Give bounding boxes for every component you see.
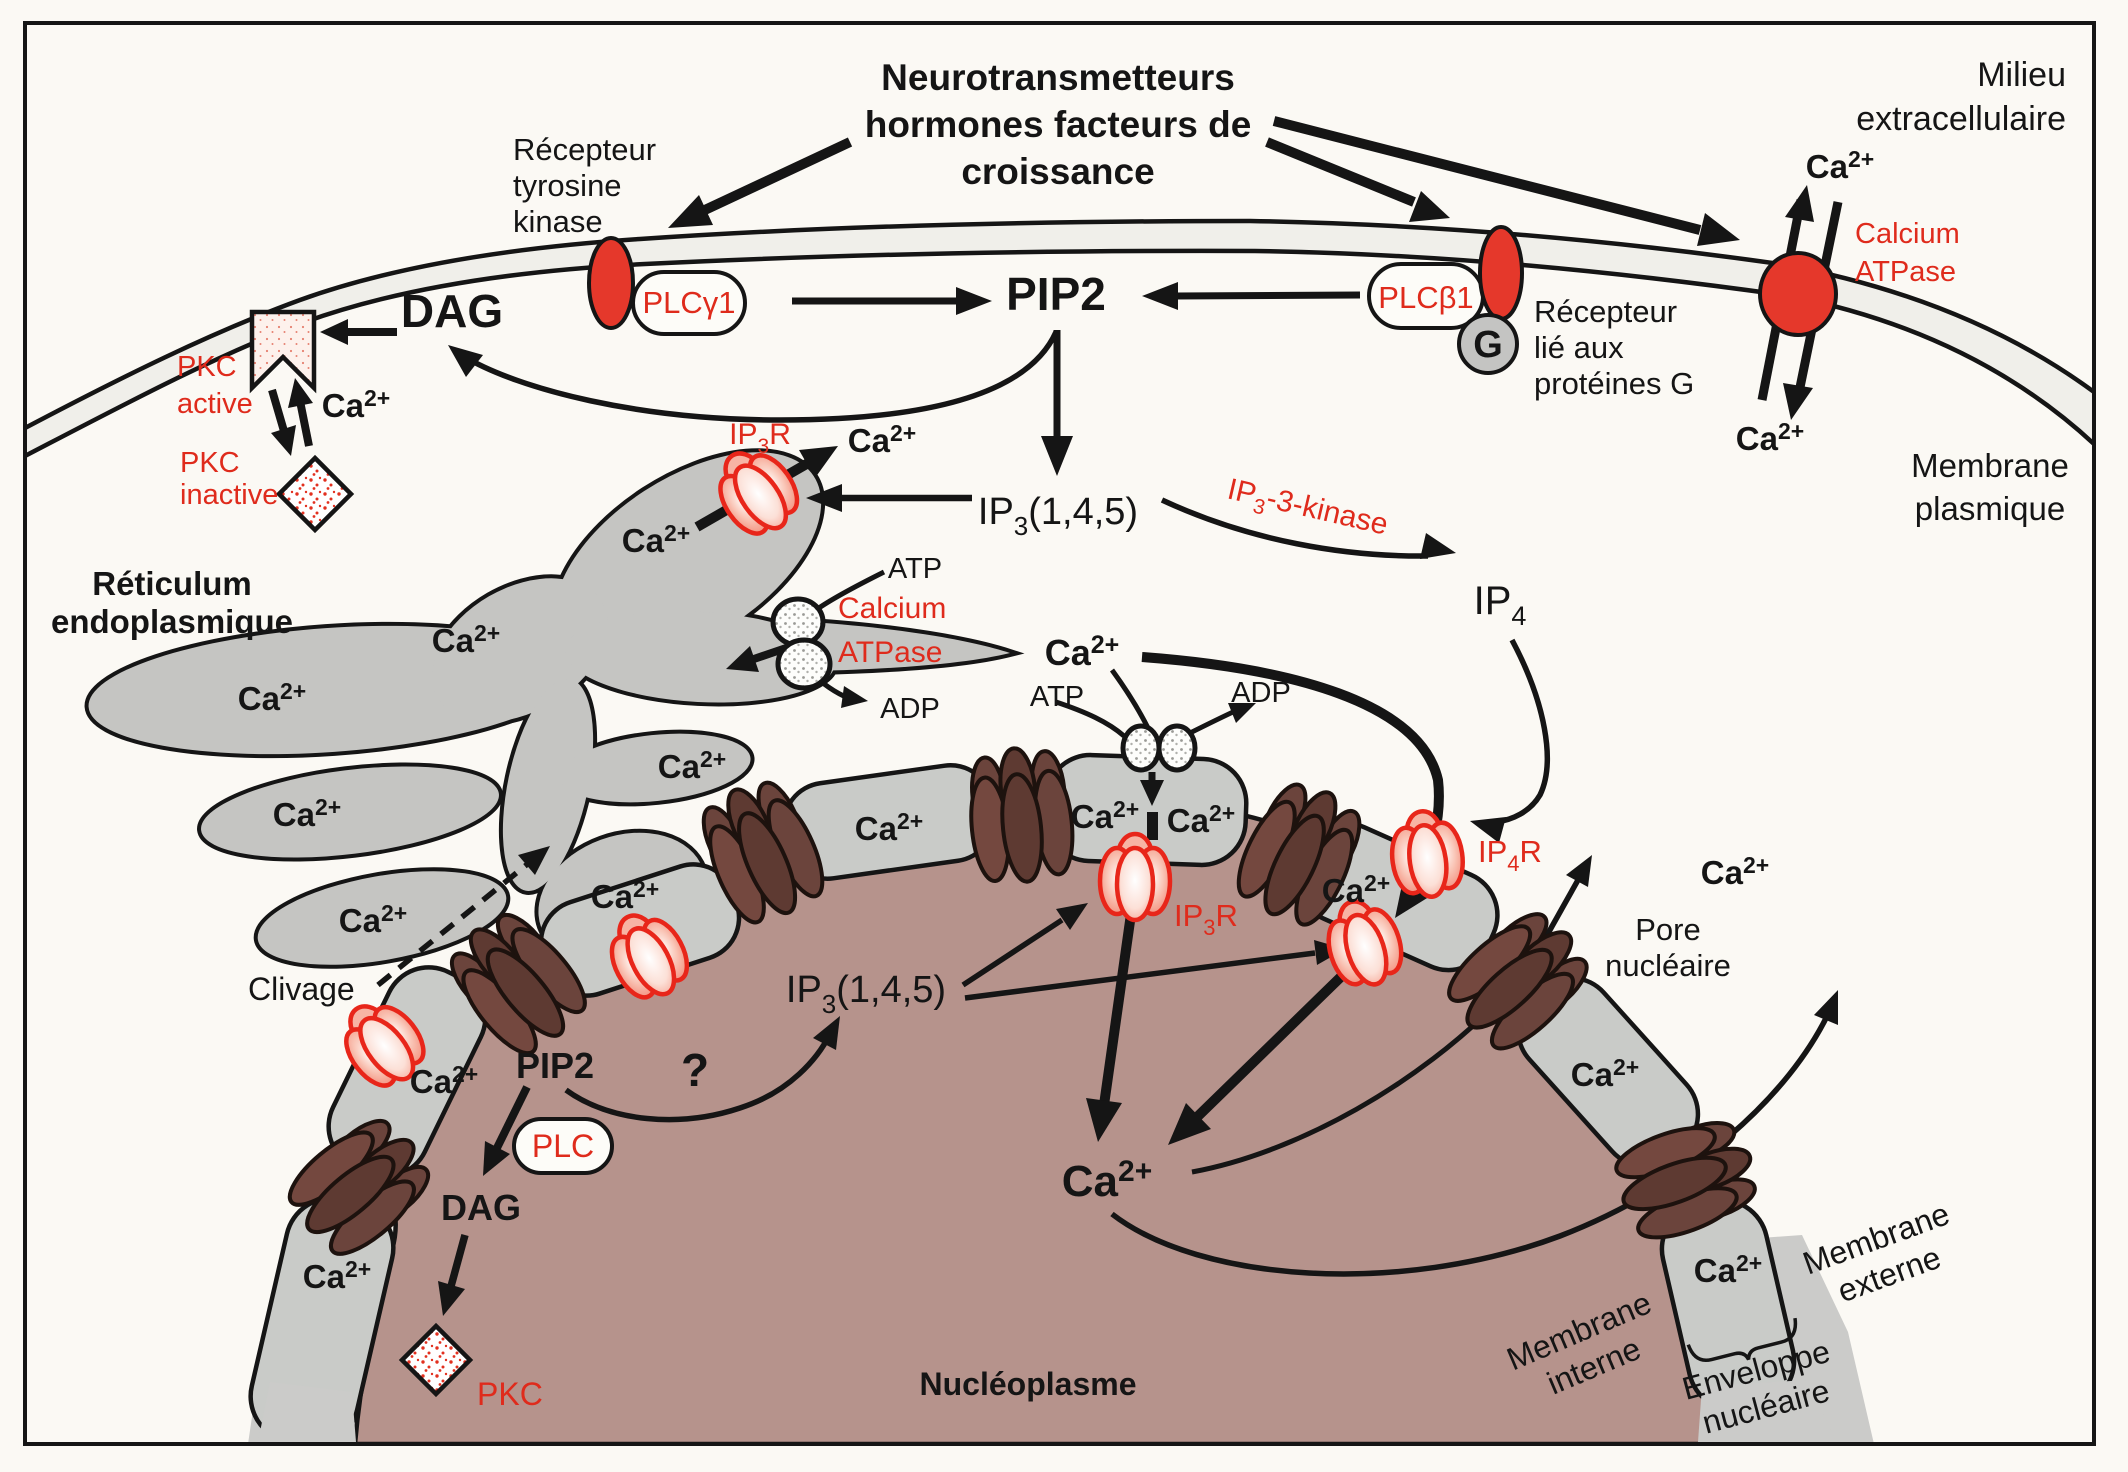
svg-text:nucléaire: nucléaire bbox=[1605, 948, 1731, 983]
svg-text:Nucléoplasme: Nucléoplasme bbox=[920, 1366, 1137, 1402]
svg-text:Ca2+: Ca2+ bbox=[1806, 146, 1874, 185]
svg-text:hormones facteurs de: hormones facteurs de bbox=[865, 104, 1252, 145]
svg-text:ATP: ATP bbox=[1030, 681, 1084, 713]
svg-text:PLCγ1: PLCγ1 bbox=[642, 285, 735, 320]
svg-text:PIP2: PIP2 bbox=[516, 1045, 594, 1086]
svg-text:tyrosine: tyrosine bbox=[513, 168, 622, 203]
svg-text:G: G bbox=[1473, 324, 1503, 366]
svg-text:active: active bbox=[177, 388, 253, 420]
svg-text:croissance: croissance bbox=[961, 151, 1154, 192]
svg-text:endoplasmique: endoplasmique bbox=[51, 603, 293, 640]
svg-text:Ca2+: Ca2+ bbox=[432, 620, 500, 659]
svg-text:ATPase: ATPase bbox=[1855, 256, 1956, 288]
svg-text:DAG: DAG bbox=[401, 285, 503, 337]
svg-text:Pore: Pore bbox=[1635, 912, 1700, 947]
svg-text:Ca2+: Ca2+ bbox=[1571, 1054, 1639, 1093]
svg-text:kinase: kinase bbox=[513, 204, 603, 239]
svg-text:Milieu: Milieu bbox=[1977, 56, 2066, 94]
svg-text:ATP: ATP bbox=[888, 553, 942, 585]
svg-text:Ca2+: Ca2+ bbox=[238, 678, 306, 717]
svg-text:Clivage: Clivage bbox=[248, 971, 355, 1007]
svg-text:extracellulaire: extracellulaire bbox=[1856, 100, 2066, 138]
svg-text:Neurotransmetteurs: Neurotransmetteurs bbox=[881, 57, 1235, 98]
svg-text:?: ? bbox=[681, 1044, 709, 1096]
svg-text:PIP2: PIP2 bbox=[1006, 268, 1106, 320]
svg-text:Membrane: Membrane bbox=[1911, 447, 2069, 484]
svg-text:ATPase: ATPase bbox=[838, 636, 943, 669]
svg-text:Calcium: Calcium bbox=[1855, 218, 1960, 250]
svg-text:plasmique: plasmique bbox=[1915, 490, 2065, 527]
svg-text:Calcium: Calcium bbox=[838, 592, 946, 625]
svg-text:Ca2+: Ca2+ bbox=[410, 1061, 478, 1100]
svg-text:PLC: PLC bbox=[532, 1128, 594, 1164]
svg-text:IP3(1,4,5): IP3(1,4,5) bbox=[786, 969, 946, 1019]
svg-text:inactive: inactive bbox=[180, 479, 278, 511]
svg-text:IP3(1,4,5): IP3(1,4,5) bbox=[978, 491, 1138, 541]
svg-text:Récepteur: Récepteur bbox=[513, 132, 656, 167]
svg-text:ADP: ADP bbox=[1231, 677, 1291, 709]
svg-text:protéines G: protéines G bbox=[1534, 366, 1694, 401]
svg-text:PKC: PKC bbox=[477, 1376, 543, 1412]
svg-text:PLCβ1: PLCβ1 bbox=[1378, 280, 1473, 315]
svg-text:DAG: DAG bbox=[441, 1187, 521, 1228]
svg-text:Ca2+: Ca2+ bbox=[622, 520, 690, 559]
svg-text:Ca2+: Ca2+ bbox=[1694, 1250, 1762, 1289]
svg-text:Réticulum: Réticulum bbox=[92, 565, 252, 602]
svg-text:ADP: ADP bbox=[880, 693, 940, 725]
svg-text:Récepteur: Récepteur bbox=[1534, 294, 1677, 329]
svg-text:PKC: PKC bbox=[180, 447, 240, 479]
svg-text:lié aux: lié aux bbox=[1534, 330, 1624, 365]
svg-text:Ca2+: Ca2+ bbox=[1736, 418, 1804, 457]
svg-text:Ca2+: Ca2+ bbox=[855, 808, 923, 847]
svg-text:PKC: PKC bbox=[177, 351, 237, 383]
